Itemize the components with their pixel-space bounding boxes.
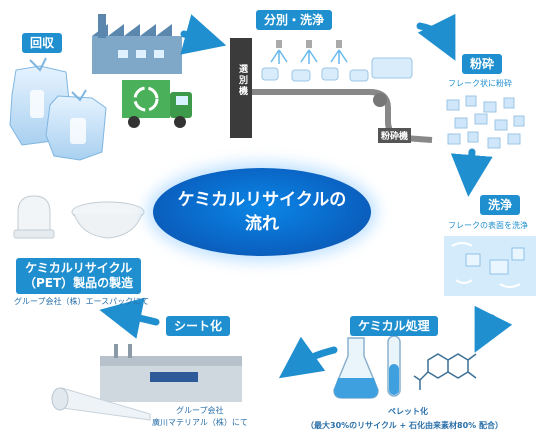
sorter-machine [230, 38, 252, 138]
product-cup-icon [13, 195, 55, 239]
step-chem-label: ケミカル処理 [350, 316, 438, 336]
factory-icon [92, 14, 182, 74]
sheet-note-2: 廣川マテリアル（株）にて [152, 418, 248, 427]
center-title-line-2: 流れ [245, 214, 279, 234]
product-tray-icon [71, 201, 145, 239]
truck-icon [122, 80, 192, 128]
bottle-pieces [261, 57, 413, 82]
center-title-line-1: ケミカルリサイクルの [177, 190, 347, 210]
center-title: ケミカルリサイクルの 流れ [153, 168, 371, 256]
step-crush-sub: フレーク状に粉砕 [448, 79, 512, 88]
step-wash-label: 洗浄 [480, 195, 521, 215]
step-sort-wash-label: 分別・洗浄 [256, 10, 333, 30]
roll-sheet-icon [51, 387, 151, 421]
sheet-factory-icon [100, 344, 242, 402]
sheet-note-1: グループ会社 [176, 406, 224, 415]
step-crush-label: 粉砕 [462, 54, 503, 74]
sorter-label: 選別機 [237, 64, 247, 97]
flakes-icon [446, 95, 525, 149]
test-tube-icon [387, 335, 401, 397]
molecule-icon [413, 353, 477, 390]
step-product-label: ケミカルリサイクル （PET）製品の製造 [16, 258, 142, 294]
flow-arrows [99, 13, 513, 379]
crusher-label: 粉砕機 [378, 128, 412, 143]
pellet-title: ペレット化 [388, 407, 428, 416]
flask-icon [333, 337, 379, 399]
product-line-2: （PET）製品の製造 [24, 276, 134, 290]
pellet-sub: （最大30%のリサイクル + 石化由来素材80% 配合） [306, 421, 503, 430]
product-line-1: ケミカルリサイクル [25, 261, 133, 275]
step-wash-sub: フレークの表面を洗浄 [448, 221, 528, 230]
step-sheet-label: シート化 [166, 316, 231, 336]
product-note: グループ会社（株）エースパックにて [14, 297, 150, 306]
sprinkler-icons [270, 40, 348, 64]
recycle-icon [133, 86, 159, 112]
trash-bag-icon [9, 57, 107, 161]
step-collect-label: 回収 [22, 33, 63, 53]
